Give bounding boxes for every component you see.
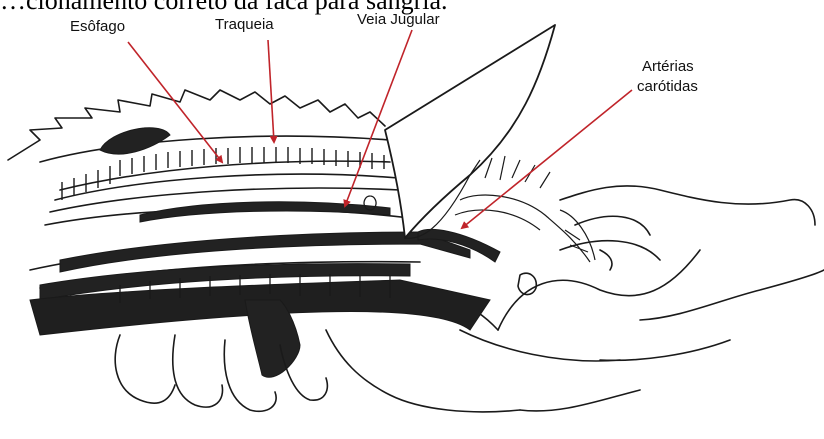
pointer-traqueia	[268, 40, 274, 142]
knife-blade	[385, 25, 555, 238]
pointer-lines	[128, 30, 632, 228]
trachea-rings	[62, 147, 384, 200]
